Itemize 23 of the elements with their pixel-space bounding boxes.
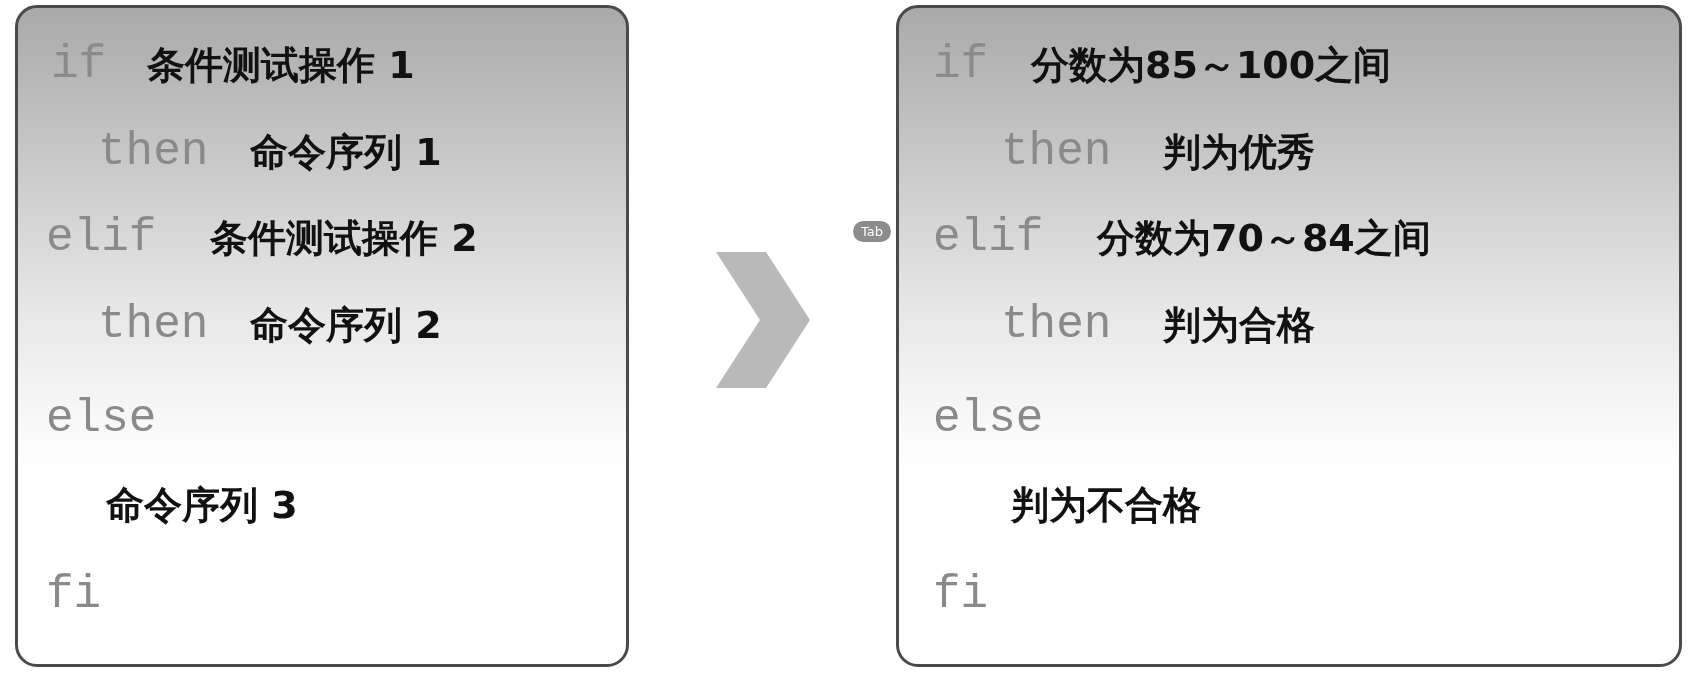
statement-text: 命令序列 2 [250, 302, 442, 349]
code-panel [896, 5, 1682, 667]
statement-text: 命令序列 1 [250, 129, 442, 176]
keyword-text: then [1001, 300, 1112, 350]
statement-text: 分数为85～100之间 [1031, 42, 1392, 89]
keyword-text: then [98, 300, 209, 350]
keyword-text: fi [46, 570, 102, 620]
keyword-text: else [933, 394, 1044, 444]
keyword-text: then [1001, 127, 1112, 177]
statement-text: 命令序列 3 [106, 482, 298, 529]
statement-text: 判为不合格 [1011, 482, 1201, 529]
keyword-text: then [98, 127, 209, 177]
code-panel [15, 5, 629, 667]
keyword-text: else [46, 394, 157, 444]
statement-text: 条件测试操作 1 [147, 42, 415, 89]
statement-text: 分数为70～84之间 [1097, 215, 1431, 262]
statement-text: 条件测试操作 2 [210, 215, 478, 262]
keyword-text: elif [933, 213, 1044, 263]
statement-text: 判为优秀 [1163, 129, 1315, 176]
keyword-text: fi [933, 570, 989, 620]
keyword-text: elif [46, 213, 157, 263]
statement-text: 判为合格 [1163, 302, 1315, 349]
tab-badge: Tab [853, 221, 891, 242]
